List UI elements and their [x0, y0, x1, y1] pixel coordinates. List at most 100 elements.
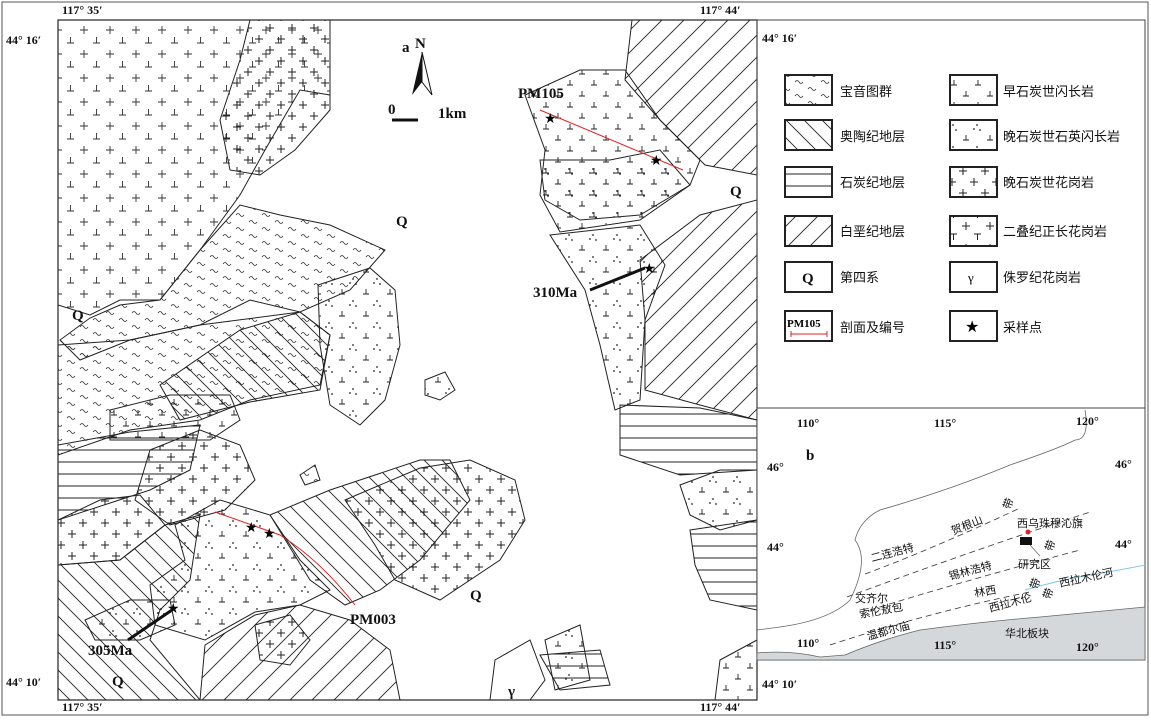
- sample-star-icon: ★: [167, 602, 180, 617]
- age-pointer-305: [127, 608, 173, 642]
- unit-qdiorite-south-mid: [544, 624, 591, 691]
- quaternary-label: Q: [72, 308, 84, 324]
- quaternary-label: Q: [112, 674, 124, 690]
- svg-text:早石炭世闪长岩: 早石炭世闪长岩: [1003, 85, 1094, 100]
- age-label-310: 310Ma: [533, 285, 578, 301]
- legend-item-quartz-diorite: 晚石炭世石英闪长岩: [949, 119, 1120, 151]
- border-line: [756, 409, 1087, 631]
- svg-text:第四系: 第四系: [840, 271, 879, 286]
- coord-bottom-right: 117° 44′: [700, 700, 741, 714]
- sample-star-icon: ★: [544, 112, 557, 127]
- north-arrow-icon: [412, 51, 433, 96]
- place-linxi: 林西: [973, 582, 997, 600]
- xilamulun-river: [1024, 564, 1146, 591]
- sample-star-icon: ★: [643, 262, 656, 277]
- coord-top-left: 117° 35′: [62, 3, 103, 17]
- lon-tick: 115°: [934, 638, 956, 652]
- north-label: N: [415, 36, 426, 52]
- unit-qdiorite-small-knob: [424, 371, 456, 401]
- unit-wavy-small: [299, 464, 321, 486]
- suture-lines: [829, 507, 1091, 646]
- panel-label-b: b: [806, 448, 814, 464]
- coord-left-top: 44° 16′: [6, 33, 41, 47]
- svg-text:宝音图群: 宝音图群: [840, 84, 892, 100]
- svg-text:白垩纪地层: 白垩纪地层: [840, 224, 905, 240]
- legend-item-cretaceous: 白垩纪地层: [784, 215, 905, 247]
- geologic-map-a: PM105 PM003 ★ ★ ★ ★ ★ ★ 310Ma 305Ma Q Q …: [57, 19, 758, 701]
- coord-bottom-left: 117° 35′: [62, 700, 103, 714]
- unit-baoyintu-north: [59, 204, 386, 361]
- section-label-pm003: PM003: [350, 612, 396, 628]
- unit-qdiorite-sw-small: [84, 599, 176, 641]
- legend: 宝音图群 奥陶纪地层 石炭纪地层 白垩纪地层 Q 第四系 PM105 剖面及编号 早…: [756, 19, 1146, 409]
- lon-tick: 120°: [1076, 640, 1099, 654]
- svg-text:侏罗纪花岗岩: 侏罗纪花岗岩: [1003, 270, 1081, 286]
- xiwu-marker: [1025, 529, 1031, 535]
- svg-text:石炭纪地层: 石炭纪地层: [840, 176, 905, 191]
- svg-text:剖面及编号: 剖面及编号: [840, 321, 905, 336]
- belt-label: 带: [1028, 576, 1044, 591]
- legend-item-ordovician: 奥陶纪地层: [784, 119, 905, 151]
- section-label-pm105: PM105: [518, 86, 564, 102]
- unit-granite-north: [219, 20, 331, 176]
- belt-label: 带: [1043, 538, 1059, 553]
- place-north-china-plate: 华北板块: [1005, 626, 1049, 640]
- unit-qdiorite-ne: [539, 149, 691, 221]
- section-line-pm105: [539, 109, 684, 171]
- star-icon: ★: [965, 319, 979, 336]
- coord-right-top: 44° 16′: [762, 31, 797, 45]
- lat-tick: 46°: [1115, 457, 1132, 471]
- unit-carboniferous-east: [619, 404, 757, 476]
- lon-tick: 120°: [1076, 414, 1099, 428]
- svg-text:晚石炭世花岗岩: 晚石炭世花岗岩: [1003, 175, 1094, 191]
- legend-item-sample-point: ★ 采样点: [949, 310, 1042, 342]
- legend-item-syenogranite: 二叠纪正长花岗岩: [949, 215, 1107, 247]
- lon-tick: 115°: [934, 416, 956, 430]
- legend-item-section: PM105 剖面及编号: [784, 310, 905, 342]
- legend-item-baoyintu: 宝音图群: [784, 74, 892, 106]
- place-jiaoqier: 交齐尔: [855, 591, 888, 605]
- unit-qdiorite-south: [149, 499, 331, 641]
- legend-item-diorite: 早石炭世闪长岩: [949, 74, 1094, 106]
- unit-cretaceous-east: [639, 199, 757, 421]
- section-line-pm003: [214, 511, 356, 606]
- quaternary-label: Q: [470, 588, 482, 604]
- lat-tick: 46°: [767, 460, 784, 474]
- sample-star-icon: ★: [245, 521, 258, 536]
- lat-tick: 44°: [767, 540, 784, 554]
- legend-item-quaternary: Q 第四系: [784, 261, 879, 293]
- svg-text:PM105: PM105: [787, 318, 821, 330]
- unit-granite-pm003: [344, 459, 526, 601]
- unit-qdiorite-central: [317, 267, 401, 426]
- belt-label: 带: [1041, 586, 1057, 601]
- scale-zero: 0: [388, 102, 396, 118]
- jurassic-granite-symbol: γ: [507, 684, 515, 700]
- svg-text:采样点: 采样点: [1003, 321, 1042, 336]
- svg-text:Q: Q: [802, 271, 814, 287]
- legend-item-carboniferous: 石炭纪地层: [784, 166, 905, 198]
- lon-tick: 110°: [797, 636, 819, 650]
- coord-right-bottom: 44° 10′: [762, 677, 797, 691]
- quaternary-label: Q: [396, 214, 408, 230]
- lon-tick: 110°: [797, 416, 819, 430]
- legend-item-granite: 晚石炭世花岗岩: [949, 166, 1094, 198]
- sample-star-icon: ★: [650, 154, 663, 169]
- quaternary-label: Q: [730, 184, 742, 200]
- unit-granite-small-south: [254, 614, 311, 666]
- age-pointer-310: [589, 266, 646, 292]
- north-china-plate: [756, 606, 1146, 661]
- svg-text:晚石炭世石英闪长岩: 晚石炭世石英闪长岩: [1003, 130, 1120, 145]
- inset-map-b: b 110° 115° 120° 110° 115° 120° 46° 44° …: [756, 407, 1146, 661]
- study-area-marker: [1020, 537, 1032, 545]
- scale-unit: 1km: [438, 106, 467, 122]
- place-study-area: 研究区: [1018, 557, 1051, 571]
- svg-text:γ: γ: [967, 270, 974, 285]
- unit-carboniferous-se: [689, 519, 757, 611]
- legend-item-jurassic-granite: γ 侏罗纪花岗岩: [949, 261, 1081, 293]
- belt-label: 带: [1001, 496, 1017, 511]
- svg-text:二叠纪正长花岗岩: 二叠纪正长花岗岩: [1003, 224, 1107, 240]
- unit-jurassic-granite: [489, 639, 546, 700]
- sample-star-icon: ★: [263, 527, 276, 542]
